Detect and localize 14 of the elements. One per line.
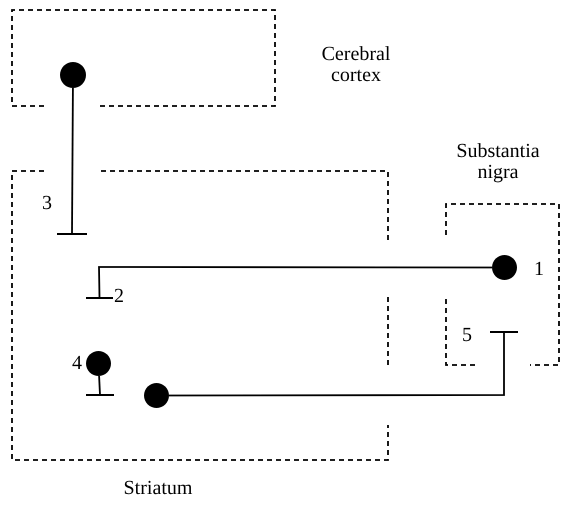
neuron-soma	[60, 62, 86, 88]
callout-number: 4	[72, 353, 82, 374]
axon-line	[169, 333, 505, 396]
axon-line	[98, 376, 101, 394]
neuron-soma	[144, 383, 169, 408]
axon-line	[98, 266, 492, 298]
region-label: Substantia nigra	[455, 141, 541, 183]
callout-number: 2	[114, 286, 124, 307]
callout-number: 5	[462, 325, 472, 346]
callout-number: 3	[42, 193, 52, 214]
callout-number: 1	[534, 259, 544, 280]
region-label: Cerebral cortex	[320, 44, 392, 86]
region-label: Striatum	[122, 478, 194, 499]
axon-line	[71, 88, 74, 233]
